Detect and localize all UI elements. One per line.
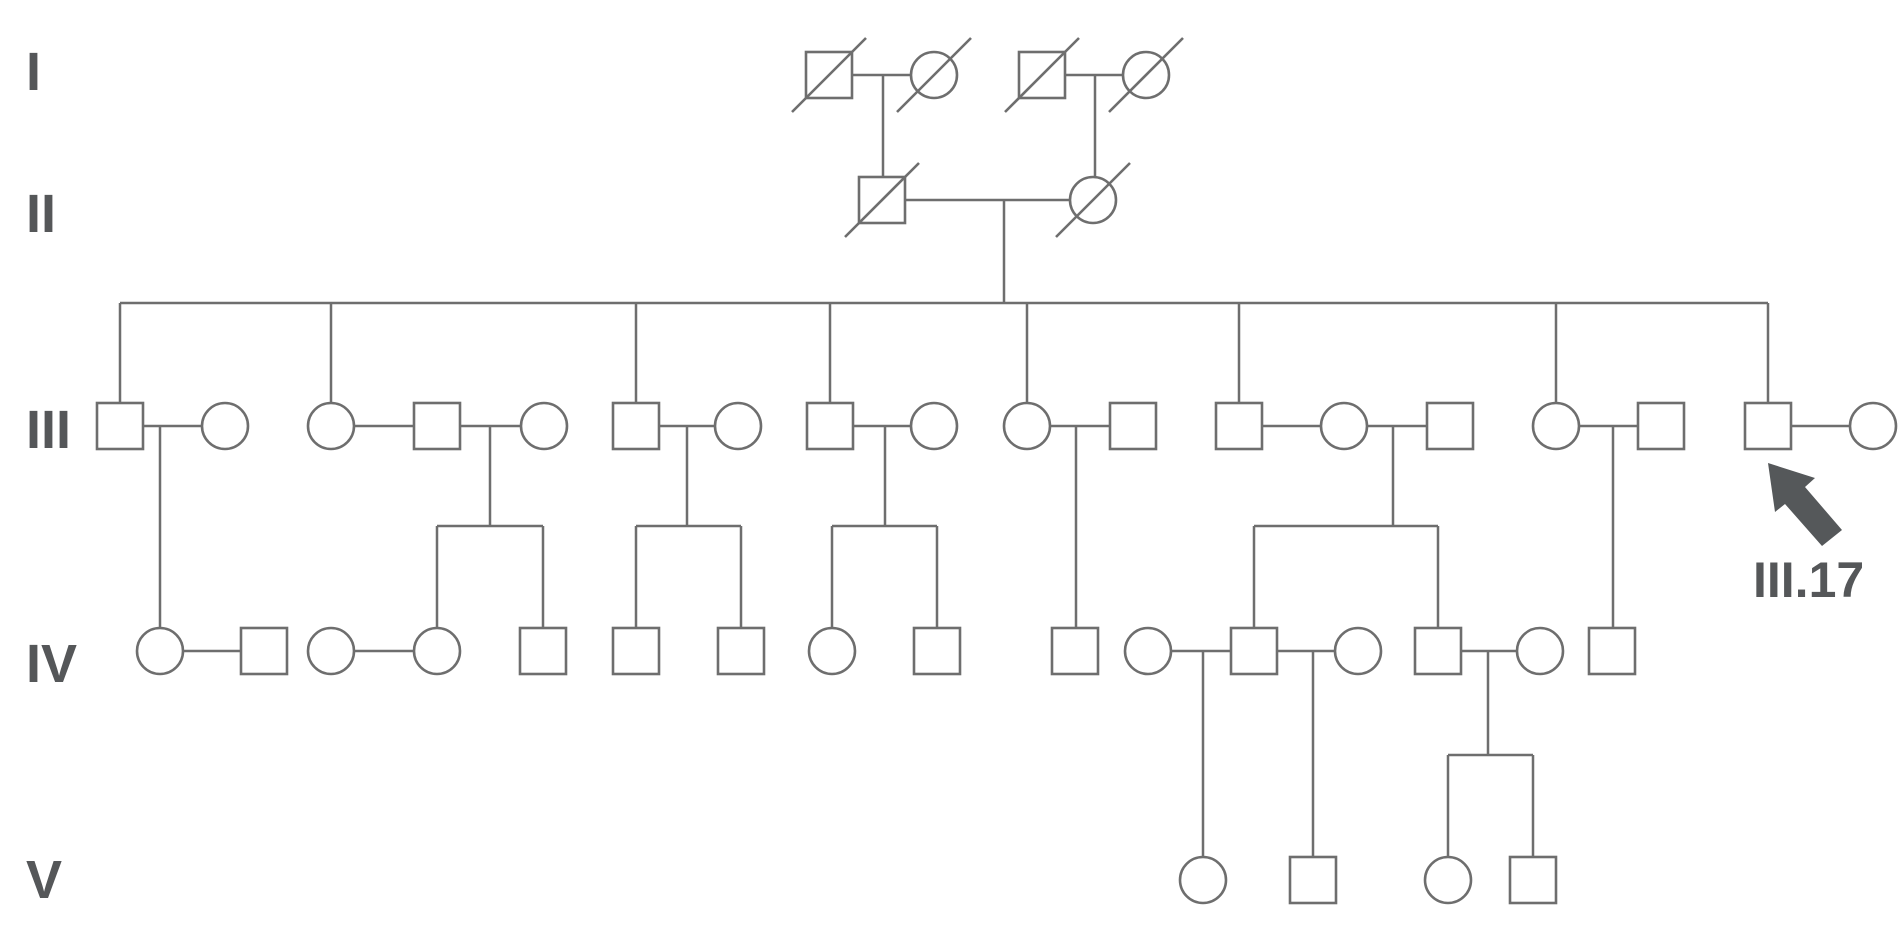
individual-III.16-male-square-symbol [1636,401,1686,451]
individual-III.15-female-circle-symbol [1531,401,1581,451]
individual-III.9-female-circle-symbol [909,401,959,451]
individual-IV.12-male-square-symbol [1229,626,1279,676]
individual-III.6-male-square-symbol [611,401,661,451]
individual-IV.13-female-circle-symbol [1333,626,1383,676]
individual-V.4-male-square-symbol [1508,855,1558,905]
individual-IV.3-female-circle-symbol [306,626,356,676]
individual-III.17-proband-male-square-symbol [1743,401,1793,451]
generation-label-IV: IV [26,634,77,694]
proband-label: III.17 [1753,552,1864,608]
individual-III.2-female-circle-symbol [200,401,250,451]
generation-label-II: II [26,184,56,244]
generation-label-I: I [26,42,41,102]
individual-IV.10-male-square-symbol [1050,626,1100,676]
individual-IV.2-male-square-symbol [239,626,289,676]
individual-IV.11-female-circle-symbol [1123,626,1173,676]
individual-symbols [95,37,1898,905]
deceased-slash-II.2 [1055,162,1131,238]
individual-V.3-female-circle-symbol [1423,855,1473,905]
generation-label-III: III [26,400,71,460]
individual-IV.15-female-circle-symbol [1515,626,1565,676]
individual-IV.4-female-circle-symbol [412,626,462,676]
individual-III.3-female-circle-symbol [306,401,356,451]
individual-IV.9-male-square-symbol [912,626,962,676]
individual-III.5-female-circle-symbol [519,401,569,451]
individual-III.13-female-circle-symbol [1319,401,1369,451]
deceased-slash-I.1 [791,37,867,113]
individual-IV.14-male-square-symbol [1413,626,1463,676]
individual-IV.16-male-square-symbol [1587,626,1637,676]
individual-III.18-female-circle-symbol [1848,401,1898,451]
individual-IV.7-male-square-symbol [716,626,766,676]
individual-V.2-male-square-symbol [1288,855,1338,905]
proband-arrow-icon [1768,463,1842,546]
generation-label-V: V [26,850,62,910]
individual-III.7-female-circle-symbol [713,401,763,451]
individual-V.1-female-circle-symbol [1178,855,1228,905]
individual-III.12-male-square-symbol [1214,401,1264,451]
individual-IV.8-female-circle-symbol [807,626,857,676]
individual-IV.5-male-square-symbol [518,626,568,676]
individual-III.10-female-circle-symbol [1002,401,1052,451]
deceased-slash-I.4 [1108,37,1184,113]
relationship-lines [118,73,1850,857]
individual-IV.1-female-circle-symbol [135,626,185,676]
individual-III.8-male-square-symbol [805,401,855,451]
deceased-slash-I.2 [896,37,972,113]
individual-III.4-male-square-symbol [412,401,462,451]
individual-III.1-male-square-symbol [95,401,145,451]
individual-III.14-male-square-symbol [1425,401,1475,451]
individual-III.11-male-square-symbol [1108,401,1158,451]
deceased-slash-I.3 [1004,37,1080,113]
generation-labels: I II III IV V [26,42,77,910]
deceased-slash-II.1 [844,162,920,238]
individual-IV.6-male-square-symbol [611,626,661,676]
